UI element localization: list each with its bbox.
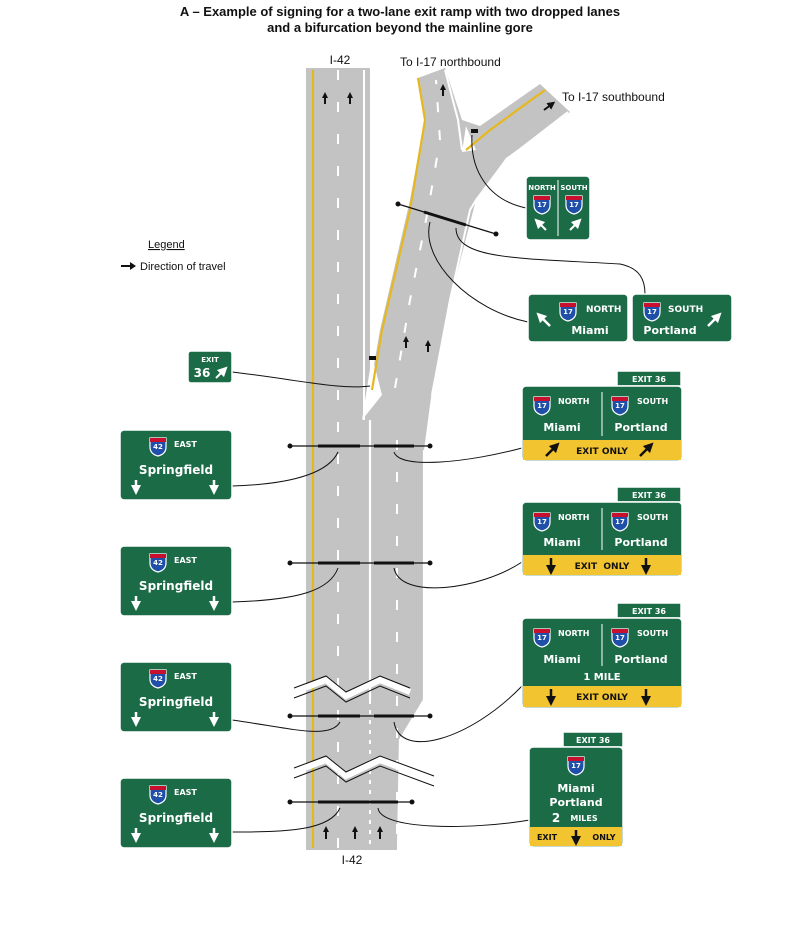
gore-split-route-right: 17 (569, 201, 579, 209)
travel-arrows (322, 84, 446, 839)
overhead-4-panel-right: ONLY (592, 833, 615, 842)
mainline-sign-3: 42 EAST Springfield (119, 661, 233, 733)
overhead-2-route-left: 17 (537, 518, 547, 526)
arrow-up-right-icon (569, 218, 582, 231)
bifurcation-south-route: 17 (647, 308, 657, 316)
bifurcation-north-route: 17 (563, 308, 573, 316)
overhead-2-south-city: Portland (614, 536, 667, 549)
overhead-2-tab: EXIT 36 (632, 491, 666, 500)
mainline-2-direction: EAST (174, 556, 197, 565)
exit-gore-word: EXIT (201, 356, 219, 364)
road-network (292, 68, 570, 851)
overhead-3-south-city: Portland (614, 653, 667, 666)
arrow-up-right-icon (215, 366, 228, 379)
bifurcation-north-word: NORTH (586, 305, 621, 315)
mainline-sign-4: 42 EAST Springfield (119, 777, 233, 849)
arrow-up-left-icon (536, 312, 551, 327)
overhead-1-tab: EXIT 36 (632, 375, 666, 384)
mainline-2-route: 42 (153, 559, 163, 567)
legend-item-label: Direction of travel (140, 261, 226, 273)
arrow-right-icon (121, 262, 136, 270)
bifurcation-south-city: Portland (643, 324, 696, 337)
bifurcation-north-sign: 17 NORTH Miami (527, 293, 629, 343)
overhead-4-distance-num: 2 (552, 811, 560, 825)
gore-split-south: SOUTH (560, 184, 587, 192)
ramp-pavement (370, 68, 570, 850)
gore-split-route-left: 17 (537, 201, 547, 209)
overhead-3-south: SOUTH (637, 629, 668, 638)
exit-gore-number: 36 (194, 366, 211, 380)
overhead-4-distance-unit: MILES (570, 814, 598, 823)
overhead-sign-1: EXIT 36 17 NORTH Miami 17 SOUTH Portland… (521, 370, 683, 462)
sign-structures (287, 129, 499, 805)
overhead-4-route: 17 (571, 762, 581, 770)
overhead-1-south: SOUTH (637, 397, 668, 406)
overhead-3-north-city: Miami (543, 653, 580, 666)
overhead-1-north-city: Miami (543, 421, 580, 434)
south-ramp-label: To I-17 southbound (562, 90, 665, 104)
overhead-4-city2: Portland (549, 796, 602, 809)
legend-heading: Legend (148, 239, 185, 251)
legend: Legend Direction of travel (121, 239, 226, 273)
overhead-1-north: NORTH (558, 397, 589, 406)
overhead-3-north: NORTH (558, 629, 589, 638)
gore-split-north: NORTH (528, 184, 556, 192)
north-ramp-label: To I-17 northbound (400, 55, 501, 69)
overhead-1-south-city: Portland (614, 421, 667, 434)
overhead-3-distance: 1 MILE (583, 672, 620, 683)
overhead-3-route-right: 17 (615, 634, 625, 642)
diagram-title-line2: and a bifurcation beyond the mainline go… (267, 20, 533, 35)
gore-split-sign: NORTH SOUTH 17 17 (525, 175, 591, 241)
mainline-bottom-label: I-42 (342, 853, 363, 867)
overhead-sign-3: EXIT 36 17 NORTH Miami 17 SOUTH Portland… (521, 602, 683, 709)
arrow-up-right-icon (639, 442, 654, 457)
mainline-3-city: Springfield (139, 695, 213, 709)
bifurcation-south-sign: 17 SOUTH Portland (631, 293, 733, 343)
mainline-4-direction: EAST (174, 788, 197, 797)
mainline-sign-1: 42 EAST Springfield (119, 429, 233, 501)
overhead-2-route-right: 17 (615, 518, 625, 526)
mainline-4-route: 42 (153, 791, 163, 799)
overhead-3-tab: EXIT 36 (632, 607, 666, 616)
bifurcation-south-word: SOUTH (668, 305, 703, 315)
exit-gore-sign: EXIT 36 (187, 350, 233, 384)
mainline-sign-2: 42 EAST Springfield (119, 545, 233, 617)
overhead-1-panel: EXIT ONLY (576, 447, 628, 457)
overhead-sign-4: EXIT 36 17 Miami Portland 2 MILES EXIT O… (528, 731, 624, 848)
arrow-up-left-icon (534, 218, 547, 231)
mainline-3-direction: EAST (174, 672, 197, 681)
mainline-1-route: 42 (153, 443, 163, 451)
overhead-2-south: SOUTH (637, 513, 668, 522)
overhead-2-north-city: Miami (543, 536, 580, 549)
overhead-4-city1: Miami (557, 782, 594, 795)
overhead-sign-2: EXIT 36 17 NORTH Miami 17 SOUTH Portland… (521, 486, 683, 577)
mainline-2-city: Springfield (139, 579, 213, 593)
overhead-1-route-left: 17 (537, 402, 547, 410)
bifurcation-north-city: Miami (571, 324, 608, 337)
mainline-top-label: I-42 (330, 53, 351, 67)
overhead-3-route-left: 17 (537, 634, 547, 642)
overhead-4-panel-left: EXIT (537, 833, 558, 842)
mainline-3-route: 42 (153, 675, 163, 683)
mainline-1-city: Springfield (139, 463, 213, 477)
diagram-title-line1: A – Example of signing for a two-lane ex… (180, 4, 620, 19)
arrow-up-right-icon (545, 442, 560, 457)
arrow-up-right-icon (707, 312, 722, 327)
mainline-4-city: Springfield (139, 811, 213, 825)
leader-lines (231, 134, 646, 833)
overhead-2-north: NORTH (558, 513, 589, 522)
overhead-2-panel: EXIT ONLY (575, 562, 630, 572)
overhead-4-tab: EXIT 36 (576, 736, 610, 745)
overhead-3-panel: EXIT ONLY (576, 693, 628, 703)
mainline-1-direction: EAST (174, 440, 197, 449)
overhead-1-route-right: 17 (615, 402, 625, 410)
